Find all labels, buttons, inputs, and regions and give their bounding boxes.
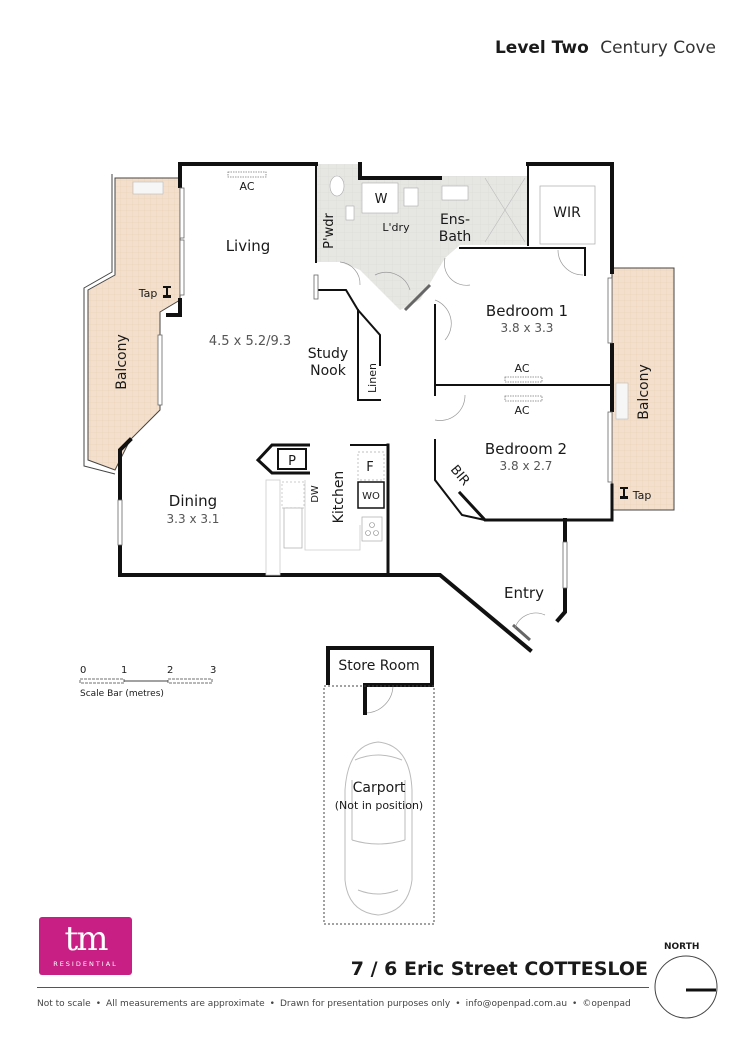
label-dishwasher: DW [310, 485, 321, 503]
openpad-credit: ©openpad [582, 999, 631, 1009]
label-bir: BIR [447, 463, 473, 489]
level-title: Level Two [494, 38, 589, 58]
logo-mark: tm [64, 919, 109, 959]
wir-shelving [539, 185, 596, 245]
label-linen: Linen [366, 363, 379, 393]
scale-tick-2: 2 [167, 665, 174, 676]
label-powder: P'wdr [322, 213, 337, 249]
label-ac-living: AC [239, 180, 254, 193]
plan-header: Level Two Century Cove [495, 38, 716, 58]
brand-logo: tm RESIDENTIAL [39, 917, 132, 975]
dims-bedroom-2: 3.8 x 2.7 [500, 459, 553, 473]
label-dining: Dining [169, 492, 217, 510]
label-store-room: Store Room [338, 658, 419, 674]
disclaimer-presentation: Drawn for presentation purposes only [279, 999, 451, 1009]
tap-icon [163, 286, 628, 499]
contact-email: info@openpad.com.au [465, 999, 568, 1009]
scale-bar-label: Scale Bar (metres) [80, 689, 164, 699]
label-balcony-east: Balcony [636, 364, 652, 420]
fixture-labels: AC AC AC Tap Tap W P DW F WO [138, 180, 652, 503]
scale-tick-3: 3 [210, 665, 217, 676]
balcony-west [83, 174, 181, 475]
label-carport: Carport [353, 780, 406, 796]
label-bedroom-1: Bedroom 1 [486, 302, 568, 320]
label-wall-oven: WO [362, 491, 380, 502]
scale-bar [79, 678, 213, 684]
dims-bedroom-1: 3.8 x 3.3 [501, 321, 554, 335]
footer-divider [37, 987, 649, 988]
north-compass-icon [654, 955, 718, 1019]
label-ensuite-1: Ens- [440, 212, 470, 228]
label-tap-west: Tap [138, 287, 158, 300]
label-pantry: P [288, 454, 296, 469]
label-fridge: F [366, 460, 373, 475]
logo-subtitle: RESIDENTIAL [53, 960, 118, 968]
label-laundry: L'dry [382, 221, 410, 234]
label-tap-east: Tap [632, 489, 652, 502]
label-ensuite-2: Bath [439, 229, 472, 245]
label-study-1: Study [308, 346, 348, 362]
wet-areas [316, 164, 528, 310]
door-swings [339, 249, 584, 714]
store-room [323, 646, 435, 925]
room-labels: Living 4.5 x 5.2/9.3 Dining 3.3 x 3.1 Ki… [114, 205, 652, 812]
label-carport-note: (Not in position) [335, 799, 423, 812]
car-icon [344, 741, 413, 916]
dims-living: 4.5 x 5.2/9.3 [209, 334, 291, 349]
property-address: 7 / 6 Eric Street COTTESLOE [350, 958, 648, 980]
label-living: Living [226, 237, 271, 255]
disclaimer-scale: Not to scale [37, 999, 91, 1009]
disclaimer: Not to scale•All measurements are approx… [37, 999, 631, 1009]
building-name: Century Cove [600, 38, 716, 58]
dims-dining: 3.3 x 3.1 [167, 512, 220, 526]
label-wir: WIR [553, 205, 581, 221]
windows [117, 187, 613, 642]
scale-tick-1: 1 [121, 665, 128, 676]
label-study-2: Nook [310, 363, 347, 379]
label-balcony-west: Balcony [114, 334, 130, 390]
label-kitchen: Kitchen [331, 471, 347, 524]
label-entry: Entry [504, 584, 544, 602]
kitchen-joinery [255, 443, 388, 576]
label-ac-bed1: AC [514, 362, 529, 375]
scale-tick-0: 0 [80, 665, 87, 676]
label-ac-bed2: AC [514, 404, 529, 417]
label-bedroom-2: Bedroom 2 [485, 440, 567, 458]
ac-units [227, 171, 543, 402]
north-label: NORTH [664, 942, 700, 952]
label-washer: W [375, 192, 388, 207]
disclaimer-measurements: All measurements are approximate [106, 999, 265, 1009]
balcony-east [611, 267, 675, 511]
